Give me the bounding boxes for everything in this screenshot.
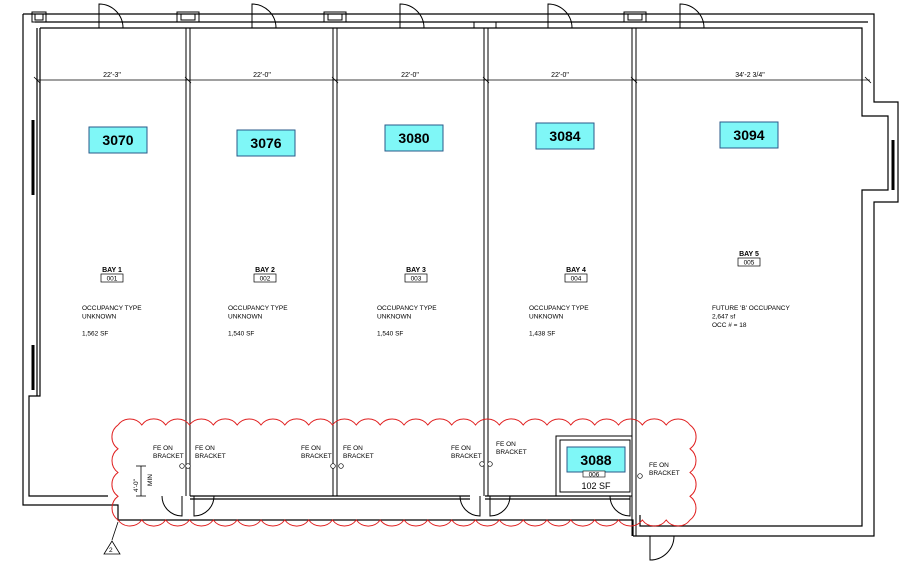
- room-tag: 3094: [719, 121, 779, 149]
- bay-info-line: 1,540 SF: [377, 331, 403, 338]
- bay-number: 005: [744, 260, 755, 267]
- bay-number: 004: [571, 276, 582, 283]
- room-tag: 3080: [384, 124, 444, 152]
- bay-name: BAY 3: [406, 267, 426, 274]
- revision-delta: 2: [103, 521, 121, 555]
- revision-cloud: [111, 418, 697, 527]
- fe-label: BRACKET: [649, 470, 680, 477]
- dimension-line: [33, 76, 872, 84]
- bay-number: 001: [107, 276, 118, 283]
- fe-label: BRACKET: [301, 453, 332, 460]
- bay-info-line: UNKNOWN: [377, 314, 412, 321]
- room-tag: 3070: [88, 126, 148, 154]
- fe-symbol-icon: [185, 463, 191, 469]
- room-tag: 3084: [535, 122, 595, 150]
- room-tag-small: 3088 006 102 SF: [566, 446, 626, 491]
- room-tag-number: 3070: [102, 132, 133, 148]
- fe-label: BRACKET: [343, 453, 374, 460]
- clearance-value: 4'-0": [133, 478, 140, 492]
- fe-symbol-icon: [330, 463, 336, 469]
- fe-label: BRACKET: [153, 453, 184, 460]
- fe-label: FE ON: [343, 445, 363, 452]
- revision-number: 2: [109, 547, 113, 554]
- dimension-label: 22'-3": [103, 72, 121, 79]
- bay-info-line: OCC # = 18: [712, 322, 747, 329]
- revision-cloud-outline: [111, 418, 697, 527]
- demising-walls: [185, 28, 637, 536]
- bay-name: BAY 1: [102, 267, 122, 274]
- bay-info-line: 1,562 SF: [82, 331, 108, 338]
- bay-info-line: 2,647 sf: [712, 314, 735, 321]
- bay-info-line: OCCUPANCY TYPE: [377, 305, 437, 312]
- room-tag-number: 3080: [398, 130, 429, 146]
- clearance-note: MIN: [147, 474, 154, 486]
- fe-label: FE ON: [496, 441, 516, 448]
- room-tags: 3070 3076 3080 3084 3094 3088 006 102 SF: [88, 121, 779, 491]
- bay-info-line: UNKNOWN: [529, 314, 564, 321]
- dimension-label: 22'-0": [401, 72, 419, 79]
- bay-info-line: UNKNOWN: [82, 314, 117, 321]
- fe-label: FE ON: [301, 445, 321, 452]
- clearance-marker: 4'-0" MIN: [133, 465, 154, 497]
- room-tag-number: 3088: [580, 452, 611, 468]
- bay-name: BAY 4: [566, 267, 586, 274]
- fe-label: FE ON: [451, 445, 471, 452]
- bay-name: BAY 5: [739, 251, 759, 258]
- bay-info-line: 1,540 SF: [228, 331, 254, 338]
- room-tag: 3076: [236, 129, 296, 157]
- fe-symbol-icon: [487, 461, 493, 467]
- dimension-labels: 22'-3" 22'-0" 22'-0" 22'-0" 34'-2 3/4": [103, 72, 765, 79]
- bay-info-line: FUTURE 'B' OCCUPANCY: [712, 305, 791, 312]
- fe-label: BRACKET: [451, 453, 482, 460]
- bay-number: 003: [411, 276, 422, 283]
- room-tag-number: 3076: [250, 135, 281, 151]
- bay-info-line: 1,438 SF: [529, 331, 555, 338]
- fe-symbol-icon: [338, 463, 344, 469]
- room-tag-number: 3084: [549, 128, 580, 144]
- fe-label: FE ON: [195, 445, 215, 452]
- dimension-label: 22'-0": [551, 72, 569, 79]
- bay-info-line: OCCUPANCY TYPE: [529, 305, 589, 312]
- room-number: 006: [589, 472, 600, 479]
- top-wall-features: [31, 3, 705, 561]
- dimension-label: 34'-2 3/4": [735, 72, 765, 79]
- bay-info-line: UNKNOWN: [228, 314, 263, 321]
- bay-number: 002: [260, 276, 271, 283]
- room-tag-number: 3094: [733, 127, 764, 143]
- fe-label: FE ON: [649, 462, 669, 469]
- fe-symbol-icon: [637, 473, 643, 479]
- fe-label: BRACKET: [195, 453, 226, 460]
- room-area: 102 SF: [581, 481, 611, 491]
- fe-symbol-icon: [179, 463, 185, 469]
- fe-label: BRACKET: [496, 449, 527, 456]
- fe-symbol-icon: [479, 461, 485, 467]
- bay-name: BAY 2: [255, 267, 275, 274]
- dimension-label: 22'-0": [253, 72, 271, 79]
- bay-info-line: OCCUPANCY TYPE: [82, 305, 142, 312]
- fe-label: FE ON: [153, 445, 173, 452]
- bay-info-line: OCCUPANCY TYPE: [228, 305, 288, 312]
- building-walls: [22, 13, 899, 537]
